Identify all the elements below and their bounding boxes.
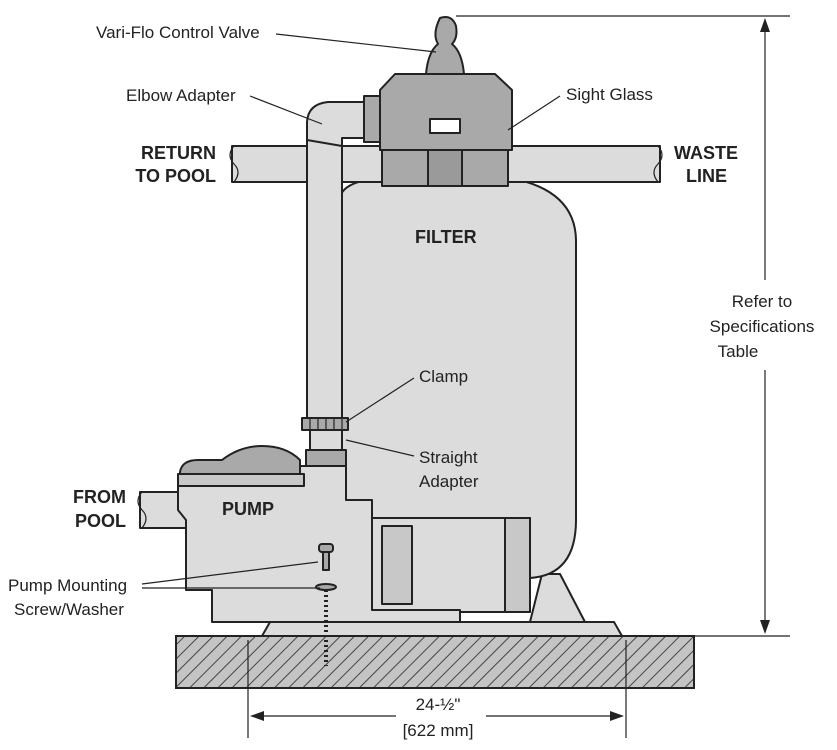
label-refer-line-3: Table: [718, 342, 759, 361]
refer-label-backing: [700, 286, 830, 366]
label-refer-line-1: Refer to: [732, 292, 792, 311]
filter-tank-foot: [529, 573, 586, 623]
label-return-line-2: TO POOL: [135, 166, 216, 186]
concrete-base: [175, 635, 695, 689]
label-sight-glass: Sight Glass: [566, 85, 653, 104]
label-straight-adapter-1: Straight: [419, 448, 478, 467]
label-filter: FILTER: [415, 227, 477, 247]
label-pump-mounting-2: Screw/Washer: [14, 600, 124, 619]
label-return-line-1: RETURN: [141, 143, 216, 163]
control-valve: [363, 16, 513, 187]
label-waste-line-1: WASTE: [674, 143, 738, 163]
leader-lines: [141, 33, 561, 589]
vertical-pipe: [306, 101, 369, 423]
clamp-and-adapter: [301, 417, 349, 469]
pump: [177, 445, 531, 623]
height-dimension: [456, 15, 790, 637]
label-from-pool-1: FROM: [73, 487, 126, 507]
label-elbow-adapter: Elbow Adapter: [126, 86, 236, 105]
width-dimension: [247, 640, 627, 738]
label-from-pool-2: POOL: [75, 511, 126, 531]
label-vari-flo-control-valve: Vari-Flo Control Valve: [96, 23, 260, 42]
label-width-dimension-metric: [622 mm]: [403, 721, 474, 740]
waste-pipe: [507, 145, 663, 183]
label-pump: PUMP: [222, 499, 274, 519]
label-waste-line-2: LINE: [686, 166, 727, 186]
label-refer-line-2: Specifications: [710, 317, 815, 336]
label-straight-adapter-2: Adapter: [419, 472, 479, 491]
mounting-screw: [315, 543, 337, 666]
label-width-dimension: 24-½": [416, 695, 461, 714]
label-clamp: Clamp: [419, 367, 468, 386]
label-pump-mounting-1: Pump Mounting: [8, 576, 127, 595]
filter-stand: [261, 621, 623, 637]
